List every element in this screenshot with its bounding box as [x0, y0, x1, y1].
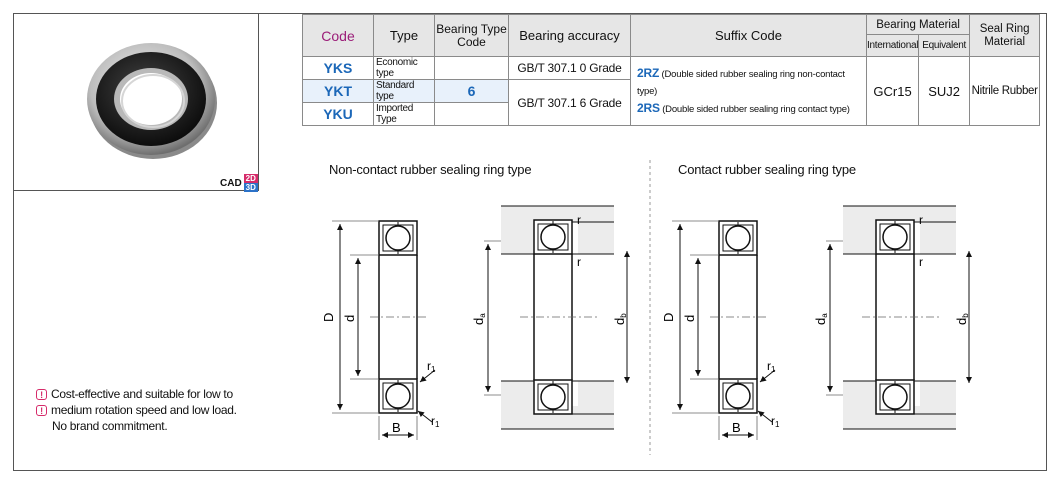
suffix-code: 2RZ [637, 65, 660, 80]
cad-3d-badge[interactable]: 3D [243, 183, 258, 192]
header-material-international: International [865, 34, 920, 57]
dim-r: r [577, 213, 581, 227]
cad-2d-badge[interactable]: 2D [243, 174, 258, 183]
dim-D: D [661, 313, 676, 322]
note-line: No brand commitment. [52, 419, 168, 433]
dim-d: d [682, 315, 697, 322]
code-cell: YKU [302, 102, 374, 126]
bearing-photo [87, 43, 217, 159]
contact-mounting-section: da db r r [813, 205, 972, 430]
header-type: Type [373, 14, 435, 57]
dim-da: da [471, 313, 487, 325]
dim-r: r [919, 255, 923, 269]
info-icon: ! [36, 388, 47, 400]
type-cell: Economic type [373, 56, 435, 80]
dim-r: r [577, 255, 581, 269]
info-icon: ! [36, 404, 47, 416]
product-image-panel: CAD 2D 3D [13, 13, 259, 192]
non-contact-bearing-section: D d B r1 r1 [321, 220, 440, 440]
header-material: Bearing Material [865, 14, 971, 35]
type-code-cell-empty [434, 56, 509, 80]
outer-frame [13, 13, 1047, 471]
suffix-desc: (Double sided rubber sealing ring contac… [662, 103, 850, 115]
type-code-cell-empty [434, 102, 509, 126]
seal-material-cell: Nitrile Rubber [969, 56, 1041, 126]
spec-table: Code Type Bearing Type Code Bearing accu… [302, 14, 1041, 126]
type-cell: Imported Type [373, 102, 435, 126]
dim-r1: r1 [431, 414, 440, 429]
dim-db: db [612, 313, 628, 325]
note-line: ! medium rotation speed and low load. [36, 402, 237, 418]
dim-B: B [392, 420, 401, 435]
dim-r1: r1 [767, 359, 776, 374]
dim-r1: r1 [427, 359, 436, 374]
material-international-cell: GCr15 [865, 56, 920, 126]
header-bearing-type-code: Bearing Type Code [434, 14, 509, 57]
dim-da: da [813, 313, 829, 325]
suffix-cell: 2RZ (Double sided rubber sealing ring no… [630, 56, 867, 126]
dim-d: d [342, 315, 357, 322]
non-contact-mounting-section: da db r r [471, 205, 630, 430]
bearing-type-code-cell: 6 [434, 79, 509, 103]
non-contact-title: Non-contact rubber sealing ring type [329, 162, 532, 177]
suffix-code: 2RS [637, 100, 660, 115]
dim-D: D [321, 313, 336, 322]
note-line: ! Cost-effective and suitable for low to [36, 386, 237, 402]
cad-badge[interactable]: CAD 2D 3D [219, 174, 258, 192]
dim-r: r [919, 213, 923, 227]
cad-label: CAD [220, 177, 242, 189]
dim-B: B [732, 420, 741, 435]
header-accuracy: Bearing accuracy [508, 14, 631, 57]
code-cell: YKT [302, 79, 374, 103]
header-suffix: Suffix Code [630, 14, 867, 57]
accuracy-cell: GB/T 307.1 6 Grade [508, 79, 631, 126]
dim-r1: r1 [771, 414, 780, 429]
header-code: Code [302, 14, 374, 57]
dim-db: db [954, 313, 970, 325]
header-material-equivalent: Equivalent [918, 34, 971, 57]
notes: ! Cost-effective and suitable for low to… [36, 386, 237, 434]
suffix-desc: (Double sided rubber sealing ring non-co… [637, 68, 845, 97]
contact-bearing-section: D d B r1 r1 [661, 220, 780, 440]
contact-title: Contact rubber sealing ring type [678, 162, 856, 177]
